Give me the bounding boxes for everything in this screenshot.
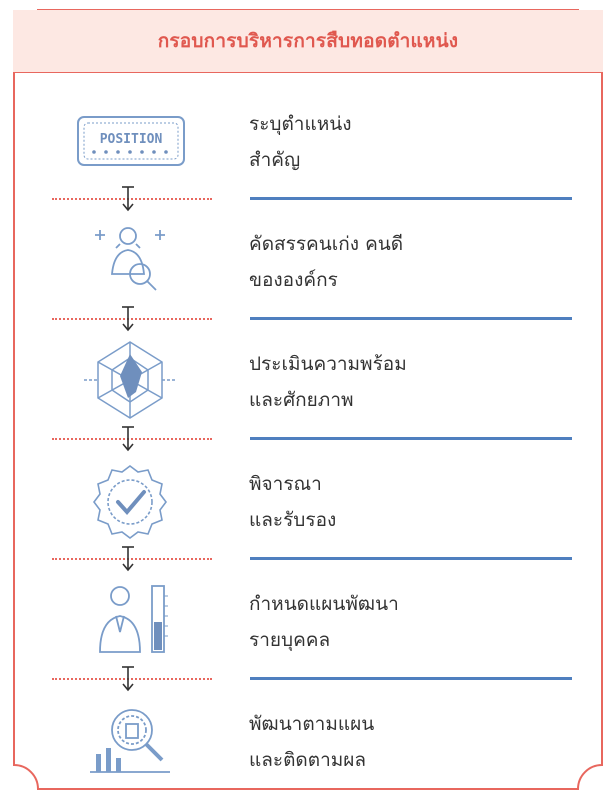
header: กรอบการบริหารการสืบทอดตำแหน่ง [13, 10, 603, 72]
step-6: พัฒนาตามแผน และติดตามผล [0, 692, 616, 802]
dotted-divider [52, 558, 212, 560]
radar-assessment-icon [84, 341, 176, 419]
arrow-down-icon [122, 426, 134, 452]
step-3-text: ประเมินความพร้อม และศักยภาพ [249, 346, 407, 418]
step-4-text: พิจารณา และรับรอง [249, 466, 336, 538]
step-6-line-1: พัฒนาตามแผน [249, 713, 375, 735]
step-5-line-2: รายบุคคล [249, 629, 331, 651]
person-search-icon [95, 227, 165, 291]
step-2-line-2: ขององค์กร [249, 269, 338, 291]
step-1-line-1: ระบุตำแหน่ง [249, 113, 352, 135]
separator-1 [0, 186, 616, 212]
solid-divider [250, 557, 572, 560]
separator-3 [0, 426, 616, 452]
step-6-text: พัฒนาตามแผน และติดตามผล [249, 706, 374, 778]
step-5-line-1: กำหนดแผนพัฒนา [249, 593, 399, 615]
separator-5 [0, 666, 616, 692]
step-4: พิจารณา และรับรอง [0, 452, 616, 562]
person-progress-icon [99, 585, 168, 653]
stamp-text: POSITION [100, 132, 163, 147]
step-1-text: ระบุตำแหน่ง สำคัญ [249, 106, 352, 178]
solid-divider [250, 677, 572, 680]
step-4-line-2: และรับรอง [249, 509, 337, 531]
diagram-title: กรอบการบริหารการสืบทอดตำแหน่ง [157, 30, 459, 52]
step-1: POSITION ระบุตำแหน่ง สำคัญ [0, 92, 616, 202]
solid-divider [250, 197, 572, 200]
arrow-down-icon [122, 666, 134, 692]
step-6-line-2: และติดตามผล [249, 749, 367, 771]
separator-4 [0, 546, 616, 572]
step-2-line-1: คัดสรรคนเก่ง คนดี [249, 233, 404, 255]
arrow-down-icon [122, 186, 134, 212]
dotted-divider [52, 198, 212, 200]
step-4-line-1: พิจารณา [249, 473, 322, 495]
step-2: คัดสรรคนเก่ง คนดี ขององค์กร [0, 212, 616, 322]
solid-divider [250, 437, 572, 440]
dotted-divider [52, 438, 212, 440]
approval-badge-icon [93, 465, 167, 539]
position-stamp-icon: POSITION [77, 116, 185, 166]
step-3-line-2: และศักยภาพ [249, 389, 354, 411]
solid-divider [250, 317, 572, 320]
arrow-down-icon [122, 306, 134, 332]
dotted-divider [52, 318, 212, 320]
step-1-line-2: สำคัญ [249, 149, 301, 171]
step-3-line-1: ประเมินความพร้อม [249, 353, 407, 375]
step-3: ประเมินความพร้อม และศักยภาพ [0, 332, 616, 442]
dotted-divider [52, 678, 212, 680]
separator-2 [0, 306, 616, 332]
step-5: กำหนดแผนพัฒนา รายบุคคล [0, 572, 616, 682]
step-2-text: คัดสรรคนเก่ง คนดี ขององค์กร [249, 226, 403, 298]
magnifier-chart-icon [90, 709, 170, 773]
arrow-down-icon [122, 546, 134, 572]
step-5-text: กำหนดแผนพัฒนา รายบุคคล [249, 586, 399, 658]
